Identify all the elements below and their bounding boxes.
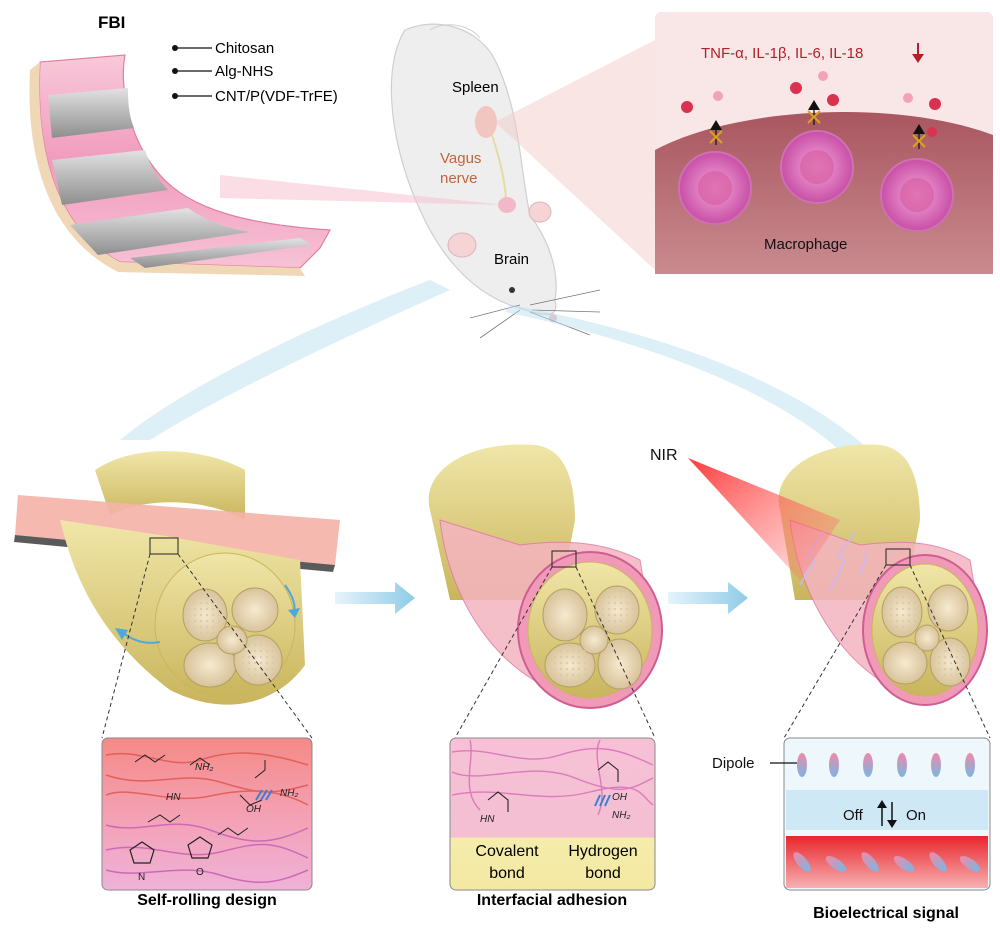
chem-label-n: N [138, 872, 145, 883]
layer-label-cnt-pvdf: CNT/P(VDF-TrFE) [215, 88, 338, 105]
macrophage-cell [880, 158, 954, 232]
label-vagus-line1: Vagus [440, 150, 481, 167]
chem-label-nh2-adhesion: NH₂ [612, 810, 630, 821]
flow-arrow-1 [335, 582, 415, 614]
hydrogen-bond-icon [594, 794, 611, 807]
label-hydrogen-line2: bond [585, 865, 621, 882]
electrode-strip [52, 150, 168, 205]
electrode-strip [48, 88, 134, 138]
fbi-title: FBI [98, 13, 125, 32]
label-hydrogen-line1: Hydrogen [568, 843, 637, 860]
label-covalent-line2: bond [489, 865, 525, 882]
blocked-release-icon [807, 100, 821, 125]
blocked-release-icon [912, 124, 926, 149]
macrophage-label: Macrophage [764, 236, 847, 253]
layer-label-alg-nhs: Alg-NHS [215, 63, 273, 80]
chem-label-oh-adhesion: OH [612, 792, 628, 803]
label-spleen: Spleen [452, 79, 499, 96]
nerve-panel-3 [778, 444, 988, 706]
electrode-strip [70, 208, 250, 255]
nir-laser-beam [688, 458, 840, 580]
dipole-row-top [797, 753, 975, 777]
film-to-mouse-beam [220, 175, 505, 205]
caption-bioelectrical-signal: Bioelectrical signal [813, 905, 959, 922]
label-dipole: Dipole [712, 755, 755, 772]
chem-label-hn: HN [166, 792, 181, 803]
label-vagus-line2: nerve [440, 170, 478, 187]
chem-label-nh2: NH₂ [195, 762, 213, 773]
flow-arrow-2 [668, 582, 748, 614]
label-brain: Brain [494, 251, 529, 268]
spleen-zoom-beam [495, 40, 655, 270]
zoom-panel-self-rolling [101, 737, 313, 891]
cytokine-dots [681, 71, 941, 137]
chem-label-oh: OH [246, 804, 262, 815]
zoom-panel-adhesion [449, 737, 656, 891]
chem-label-hn-adhesion: HN [480, 814, 495, 825]
zoom-guides [101, 553, 991, 739]
blocked-release-icon [709, 120, 723, 145]
immune-panel [655, 12, 993, 274]
label-off: Off [843, 807, 864, 824]
label-covalent-line1: Covalent [475, 843, 539, 860]
nerve-zoom-beam-left [120, 280, 450, 440]
layer-label-chitosan: Chitosan [215, 40, 274, 57]
electrode-strip [130, 238, 312, 268]
macrophage-cell [780, 130, 854, 204]
nerve-panel-2 [428, 444, 663, 709]
mouse-illustration [390, 23, 601, 339]
caption-self-rolling: Self-rolling design [137, 892, 277, 909]
cytokine-label: TNF-α, IL-1β, IL-6, IL-18 [701, 45, 863, 62]
switch-arrows-icon [877, 800, 897, 828]
nir-label: NIR [650, 447, 678, 464]
nerve-panel-1 [14, 451, 340, 705]
chem-label-o: O [196, 867, 204, 878]
nhs-ring-icon [129, 836, 213, 864]
decrease-arrow-icon [912, 43, 924, 63]
nerve-zoom-beam-right [505, 305, 880, 460]
macrophage-cell [678, 151, 752, 225]
chem-label-nh2-second: NH₂ [280, 788, 298, 799]
fbi-film [29, 45, 331, 276]
hydrogen-bond-icon [255, 789, 273, 801]
caption-interfacial-adhesion: Interfacial adhesion [477, 892, 627, 909]
zoom-panel-signal [770, 737, 991, 891]
label-on: On [906, 807, 926, 824]
dipole-row-bottom [793, 852, 981, 873]
